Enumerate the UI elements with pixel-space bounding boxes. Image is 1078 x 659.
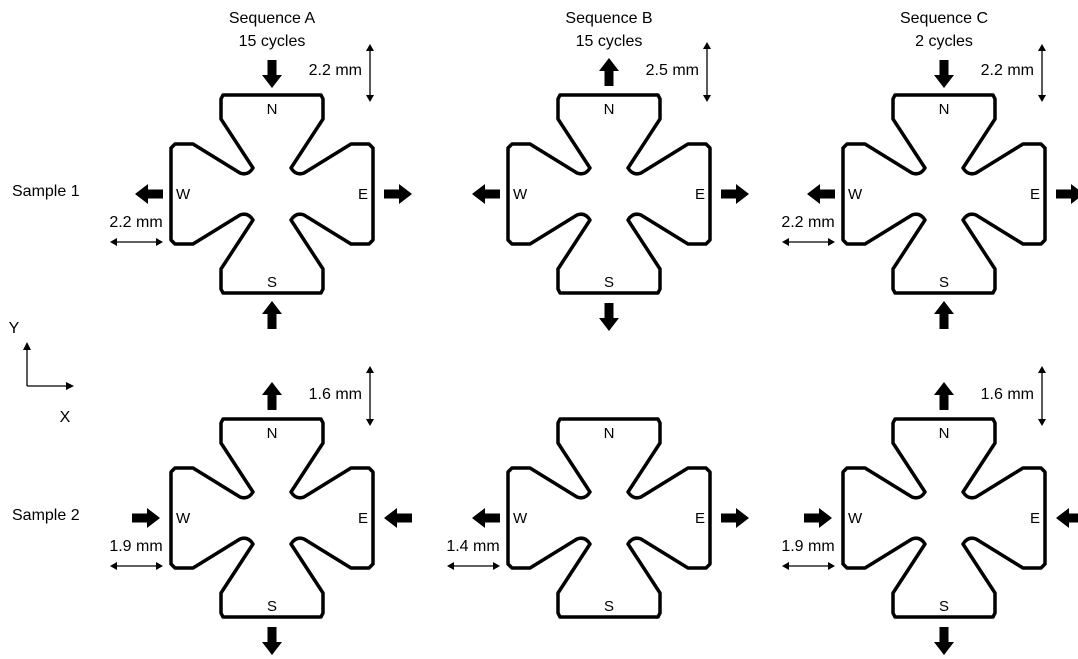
south-load-arrow xyxy=(934,627,954,655)
specimen-sample2-sequenceA: N S W E 1.6 mm 1.9 mm xyxy=(109,366,412,655)
horizontal-dimension-label: 1.9 mm xyxy=(109,538,162,555)
specimen-sample1-sequenceB: N S W E 2.5 mm xyxy=(472,42,749,331)
column-title-sequence-a: Sequence A xyxy=(229,10,316,27)
vertical-dimension-arrow xyxy=(366,44,374,102)
north-load-arrow xyxy=(599,58,619,86)
horizontal-dimension-arrow xyxy=(782,238,835,246)
horizontal-dimension-arrow xyxy=(447,562,500,570)
column-cycles-sequence-b: 15 cycles xyxy=(576,33,643,50)
direction-label-west: W xyxy=(513,510,528,527)
south-load-arrow xyxy=(599,303,619,331)
direction-label-north: N xyxy=(267,101,278,118)
direction-label-east: E xyxy=(695,186,705,203)
north-load-arrow xyxy=(262,60,282,88)
vertical-dimension-label: 2.2 mm xyxy=(309,62,362,79)
direction-label-east: E xyxy=(695,510,705,527)
direction-label-north: N xyxy=(267,425,278,442)
horizontal-dimension-arrow xyxy=(110,238,163,246)
direction-label-west: W xyxy=(848,510,863,527)
row-label-sample-2: Sample 2 xyxy=(12,507,80,524)
specimen-sample2-sequenceB: N S W E 1.4 mm xyxy=(446,417,749,619)
east-load-arrow xyxy=(1056,508,1078,528)
north-load-arrow xyxy=(262,382,282,410)
east-load-arrow xyxy=(721,184,749,204)
direction-label-south: S xyxy=(604,274,614,291)
south-load-arrow xyxy=(262,627,282,655)
horizontal-dimension-arrow xyxy=(110,562,163,570)
direction-label-east: E xyxy=(358,186,368,203)
specimen-sample1-sequenceC: N S W E 2.2 mm 2.2 mm xyxy=(781,44,1078,329)
cruciform-outline xyxy=(169,417,375,619)
direction-label-north: N xyxy=(939,425,950,442)
north-load-arrow xyxy=(934,60,954,88)
cruciform-outline xyxy=(841,417,1047,619)
vertical-dimension-arrow xyxy=(1038,44,1046,102)
vertical-dimension-label: 1.6 mm xyxy=(309,386,362,403)
cruciform-outline xyxy=(841,93,1047,295)
direction-label-west: W xyxy=(176,510,191,527)
west-load-arrow xyxy=(807,184,835,204)
horizontal-dimension-label: 2.2 mm xyxy=(109,214,162,231)
east-load-arrow xyxy=(721,508,749,528)
direction-label-east: E xyxy=(358,510,368,527)
direction-label-south: S xyxy=(267,274,277,291)
direction-label-north: N xyxy=(939,101,950,118)
direction-label-south: S xyxy=(604,598,614,615)
y-axis-label: Y xyxy=(9,320,20,337)
specimen-sample1-sequenceA: N S W E 2.2 mm 2.2 mm xyxy=(109,44,412,329)
south-load-arrow xyxy=(262,301,282,329)
cruciform-outline xyxy=(506,417,712,619)
vertical-dimension-arrow xyxy=(1038,366,1046,426)
east-load-arrow xyxy=(1056,184,1078,204)
horizontal-dimension-label: 2.2 mm xyxy=(781,214,834,231)
vertical-dimension-arrow xyxy=(703,42,711,102)
direction-label-west: W xyxy=(513,186,528,203)
column-title-sequence-c: Sequence C xyxy=(900,10,988,27)
west-load-arrow xyxy=(135,184,163,204)
horizontal-dimension-arrow xyxy=(782,562,835,570)
west-load-arrow xyxy=(472,508,500,528)
south-load-arrow xyxy=(934,301,954,329)
east-load-arrow xyxy=(384,508,412,528)
direction-label-east: E xyxy=(1030,510,1040,527)
cruciform-outline xyxy=(169,93,375,295)
horizontal-dimension-label: 1.4 mm xyxy=(446,538,499,555)
vertical-dimension-label: 1.6 mm xyxy=(981,386,1034,403)
vertical-dimension-label: 2.2 mm xyxy=(981,62,1034,79)
direction-label-north: N xyxy=(604,425,615,442)
x-axis-label: X xyxy=(60,409,71,426)
direction-label-south: S xyxy=(939,274,949,291)
north-load-arrow xyxy=(934,382,954,410)
west-load-arrow xyxy=(804,508,832,528)
cruciform-outline xyxy=(506,93,712,295)
vertical-dimension-arrow xyxy=(366,366,374,426)
column-title-sequence-b: Sequence B xyxy=(565,10,652,27)
west-load-arrow xyxy=(472,184,500,204)
direction-label-west: W xyxy=(848,186,863,203)
direction-label-south: S xyxy=(267,598,277,615)
direction-label-east: E xyxy=(1030,186,1040,203)
direction-label-south: S xyxy=(939,598,949,615)
vertical-dimension-label: 2.5 mm xyxy=(646,62,699,79)
column-cycles-sequence-a: 15 cycles xyxy=(239,33,306,50)
axis-indicator: Y X xyxy=(9,320,74,426)
west-load-arrow xyxy=(132,508,160,528)
specimen-sample2-sequenceC: N S W E 1.6 mm 1.9 mm xyxy=(781,366,1078,655)
column-cycles-sequence-c: 2 cycles xyxy=(915,33,973,50)
direction-label-west: W xyxy=(176,186,191,203)
row-label-sample-1: Sample 1 xyxy=(12,183,80,200)
horizontal-dimension-label: 1.9 mm xyxy=(781,538,834,555)
direction-label-north: N xyxy=(604,101,615,118)
east-load-arrow xyxy=(384,184,412,204)
